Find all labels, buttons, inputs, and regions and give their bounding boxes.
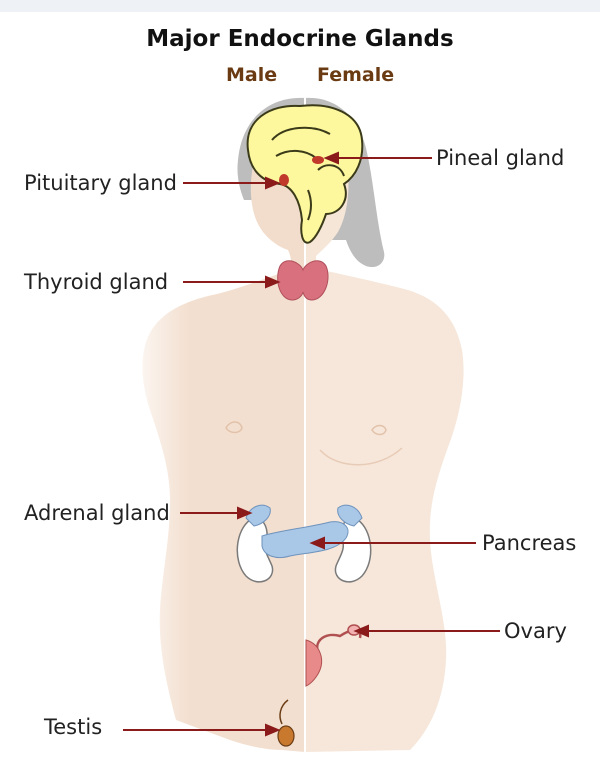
pituitary-arrowhead [265, 176, 281, 190]
male-nipple [225, 421, 243, 434]
female-nipple [371, 424, 387, 436]
left-adrenal-gland [245, 504, 271, 527]
thyroid-gland [277, 260, 329, 301]
pancreas-arrowhead [309, 536, 325, 550]
label-thyroid-gland: Thyroid gland [24, 270, 169, 294]
female-breast [319, 447, 403, 466]
testis-arrowhead [265, 723, 281, 737]
top-bar [0, 0, 600, 12]
diagram-title: Major Endocrine Glands [146, 26, 454, 52]
thyroid-arrowhead [265, 275, 281, 289]
label-ovary: Ovary [504, 619, 567, 643]
ovary-arrowhead [353, 624, 369, 638]
pineal-gland [312, 156, 324, 164]
testis [277, 699, 295, 747]
right-adrenal-gland [337, 504, 363, 527]
brain [246, 104, 364, 244]
leader-lines [123, 151, 500, 737]
female-heading: Female [317, 64, 395, 86]
female-torso [305, 266, 464, 752]
pineal-arrowhead [323, 151, 339, 165]
label-pineal-gland: Pineal gland [436, 146, 565, 170]
label-pancreas: Pancreas [482, 531, 577, 555]
label-pituitary-gland: Pituitary gland [24, 171, 177, 195]
left-kidney [236, 517, 274, 583]
male-fade [120, 300, 190, 760]
pituitary-gland [279, 174, 289, 186]
pancreas [261, 521, 349, 559]
male-body [120, 97, 305, 760]
male-heading: Male [226, 64, 278, 86]
adrenal-arrowhead [237, 506, 253, 520]
label-adrenal-gland: Adrenal gland [24, 501, 170, 525]
label-testis: Testis [44, 715, 103, 739]
